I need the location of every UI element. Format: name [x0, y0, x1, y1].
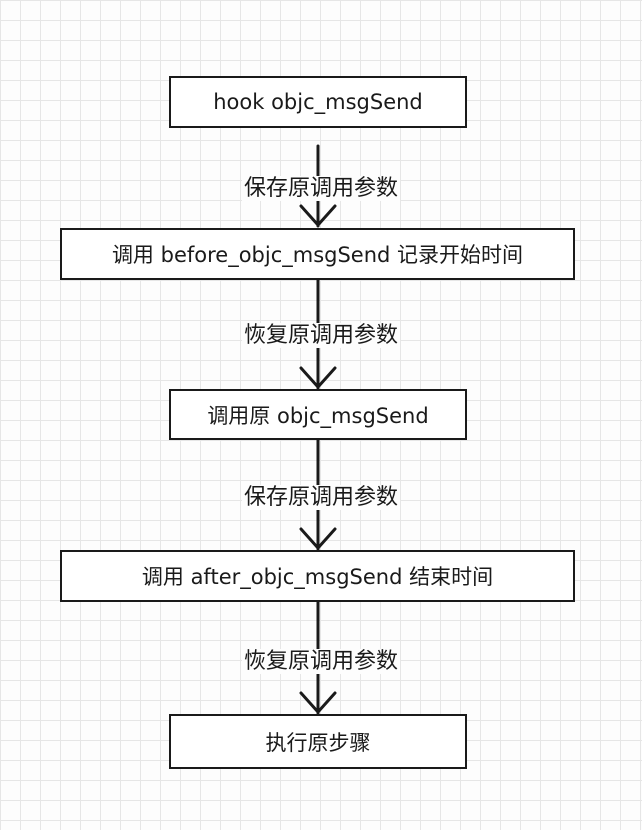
arrowhead-4 [299, 691, 337, 714]
edge-label-3-text: 保存原调用参数 [241, 485, 400, 510]
node-after-text: 调用 after_objc_msgSend 结束时间 [141, 565, 494, 589]
arrowhead-2 [299, 366, 337, 389]
node-execute-text: 执行原步骤 [265, 730, 371, 755]
edge-label-3: 保存原调用参数 [0, 484, 642, 512]
node-original-call: 调用原 objc_msgSend [169, 389, 467, 440]
arrowhead-1 [299, 204, 337, 227]
edge-label-2: 恢复原调用参数 [0, 322, 642, 350]
node-hook: hook objc_msgSend [169, 76, 467, 128]
node-before: 调用 before_objc_msgSend 记录开始时间 [60, 228, 575, 280]
node-after: 调用 after_objc_msgSend 结束时间 [60, 550, 575, 602]
edge-label-2-text: 恢复原调用参数 [241, 323, 400, 348]
node-original-call-text: 调用原 objc_msgSend [207, 403, 429, 428]
edge-label-4-text: 恢复原调用参数 [241, 649, 400, 674]
arrowhead-3 [299, 527, 337, 550]
node-before-text: 调用 before_objc_msgSend 记录开始时间 [111, 243, 524, 267]
edge-label-1: 保存原调用参数 [0, 175, 642, 203]
edge-label-4: 恢复原调用参数 [0, 648, 642, 676]
node-hook-text: hook objc_msgSend [213, 90, 423, 114]
edge-label-1-text: 保存原调用参数 [241, 176, 400, 201]
node-execute: 执行原步骤 [169, 714, 467, 769]
